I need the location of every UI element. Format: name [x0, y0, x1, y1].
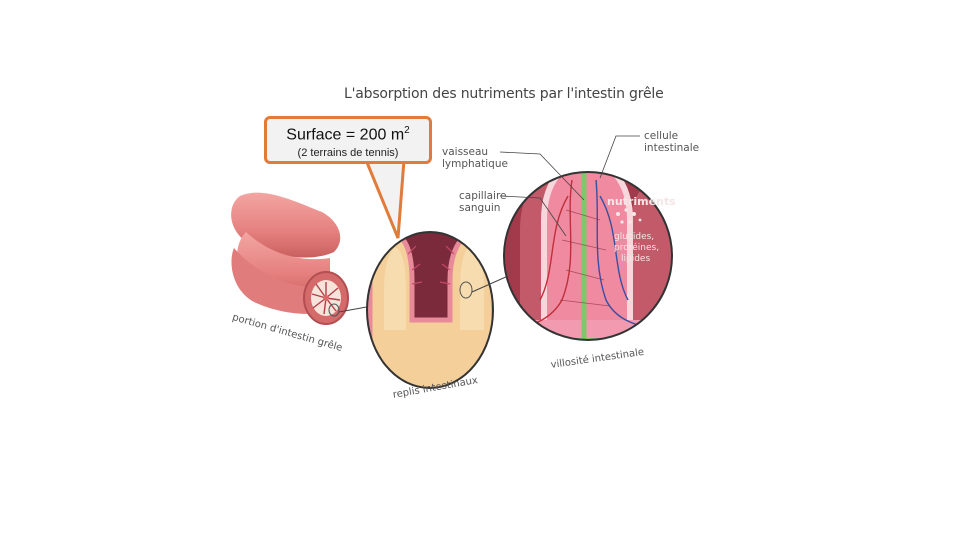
surface-callout: Surface = 200 m2 (2 terrains de tennis)	[264, 116, 432, 164]
label-proteines: protéines,	[614, 243, 660, 253]
label-lipides: lipides	[621, 254, 651, 264]
label-cellule-line2: intestinale	[644, 142, 700, 154]
label-vaisseau-line2: lymphatique	[442, 158, 508, 170]
connector-line-2	[471, 275, 509, 293]
label-nutriments: nutriments	[607, 195, 676, 208]
surface-exponent: 2	[404, 125, 410, 136]
label-capillaire-sanguin: capillaire sanguin	[459, 190, 507, 214]
label-capillaire-line1: capillaire	[459, 190, 507, 202]
label-vaisseau-line1: vaisseau	[442, 146, 489, 158]
label-cellule-line1: cellule	[644, 130, 679, 142]
label-nutrient-types: glucides, protéines, lipides	[614, 232, 659, 265]
intestinal-villus-view	[503, 171, 673, 341]
diagram-title: L'absorption des nutriments par l'intest…	[344, 86, 664, 102]
surface-text: Surface = 200 m2	[286, 125, 410, 144]
label-vaisseau-lymphatique: vaisseau lymphatique	[442, 146, 508, 170]
intestinal-folds-view	[366, 231, 494, 389]
leader-lines	[499, 135, 640, 237]
label-cellule-intestinale: cellule intestinale	[644, 130, 699, 154]
label-capillaire-line2: sanguin	[459, 202, 501, 214]
callout-pointer	[363, 158, 406, 239]
label-glucides: glucides,	[614, 232, 655, 242]
surface-subtext: (2 terrains de tennis)	[297, 147, 399, 159]
small-intestine-portion	[231, 192, 349, 325]
